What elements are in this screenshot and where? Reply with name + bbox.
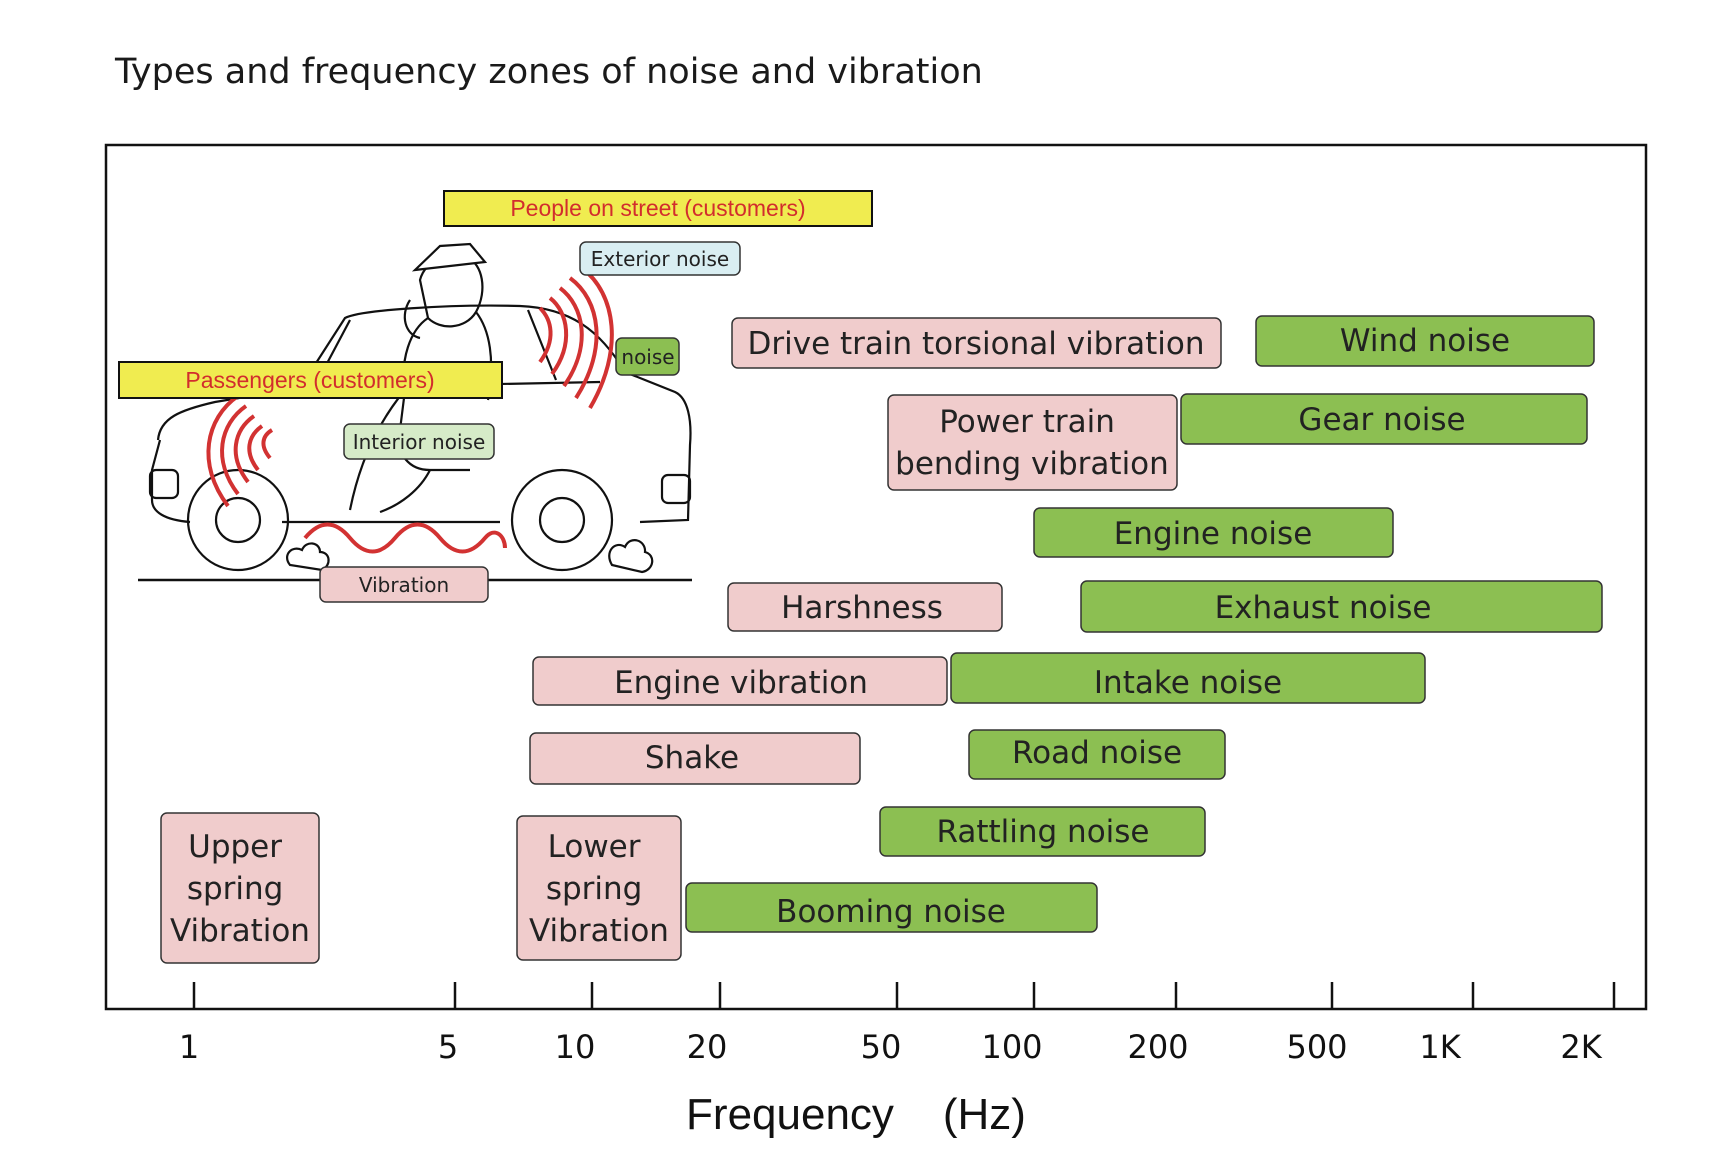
exterior-noise-tag (579, 241, 741, 276)
passengers-label: Passengers (customers) (185, 367, 434, 393)
bar-intake-noise: Intake noise (950, 652, 1426, 704)
bar-box (968, 729, 1226, 780)
bar-label-line: Gear noise (1298, 402, 1465, 438)
tick-label: 2K (1560, 1028, 1602, 1066)
bar-label-line-2: spring (546, 871, 643, 907)
bar-gear-noise: Gear noise (1180, 393, 1588, 445)
bar-box (887, 394, 1178, 491)
diagram-title: Types and frequency zones of noise and v… (115, 52, 983, 92)
bar-exhaust-noise: Exhaust noise (1080, 580, 1603, 633)
bar-label-line: Intake noise (1094, 665, 1282, 701)
bar-power-train-bending-vibration: Power train bending vibration (887, 394, 1178, 491)
bar-box (1255, 315, 1595, 367)
bar-road-noise: Road noise (968, 729, 1226, 780)
bar-label-line: Drive train torsional vibration (748, 326, 1205, 362)
passengers-box (118, 361, 503, 399)
bar-label: Power train bending vibration (895, 404, 1169, 482)
chart-frame (104, 143, 1648, 1011)
bar-label: Booming noise (776, 894, 1006, 930)
x-axis-label-text: Frequency (686, 1090, 894, 1139)
bar-wind-noise: Wind noise (1255, 315, 1595, 367)
tick-label: 5 (438, 1028, 458, 1066)
bar-label-line: Rattling noise (936, 814, 1149, 850)
tick-label: 500 (1286, 1028, 1347, 1066)
bar-shake: Shake (529, 732, 861, 785)
bar-label-line: Road noise (1012, 735, 1182, 771)
bar-label: Upper spring Vibration (170, 829, 310, 949)
bar-label-line-1: Power train (939, 404, 1115, 440)
bar-label-line-2: bending vibration (895, 446, 1169, 482)
noise-tag (615, 337, 680, 376)
bar-label-line: Shake (645, 740, 739, 776)
bar-box (1033, 507, 1394, 558)
bar-label: Intake noise (1094, 665, 1282, 701)
bar-box (160, 812, 320, 964)
tick-label: 200 (1127, 1028, 1188, 1066)
bar-upper-spring-vibration: Upper spring Vibration (160, 812, 320, 964)
bar-label: Lower spring Vibration (529, 829, 669, 949)
bar-label: Exhaust noise (1215, 590, 1432, 626)
bar-label: Shake (645, 740, 739, 776)
tick-label: 50 (861, 1028, 902, 1066)
bar-label: Drive train torsional vibration (748, 326, 1205, 362)
bar-label-line: Engine vibration (614, 665, 868, 701)
bar-rattling-noise: Rattling noise (879, 806, 1206, 857)
bar-box (685, 882, 1098, 933)
bar-harshness: Harshness (727, 582, 1003, 632)
bar-label-line: Engine noise (1114, 516, 1313, 552)
bar-label-line-1: Lower (548, 829, 641, 865)
bar-label-line-2: spring (187, 871, 284, 907)
bar-label-line: Harshness (781, 590, 943, 626)
tick-label: 20 (687, 1028, 728, 1066)
interior-noise-tag (343, 423, 495, 460)
tick-label: 10 (555, 1028, 596, 1066)
bar-label-line-1: Upper (188, 829, 282, 865)
bar-label-line: Wind noise (1340, 323, 1510, 359)
bar-label-line-3: Vibration (170, 913, 310, 949)
x-axis-tick-labels: 1 5 10 20 50 100 200 500 1K 2K (179, 1028, 1603, 1066)
bar-box (727, 582, 1003, 632)
bar-engine-noise: Engine noise (1033, 507, 1394, 558)
interior-noise-label: Interior noise (353, 430, 486, 454)
bar-box (516, 815, 682, 961)
bar-label-line: Booming noise (776, 894, 1006, 930)
bar-label-line: Exhaust noise (1215, 590, 1432, 626)
bar-engine-vibration: Engine vibration (532, 656, 948, 706)
tick-label: 100 (981, 1028, 1042, 1066)
bar-box (950, 652, 1426, 704)
bar-box (879, 806, 1206, 857)
bar-box (1080, 580, 1603, 633)
vibration-tag (319, 566, 489, 603)
bar-label: Engine vibration (614, 665, 868, 701)
people-on-street-box (443, 190, 873, 227)
bar-label: Road noise (1012, 735, 1182, 771)
x-axis-spacer (894, 1090, 943, 1139)
bar-box (529, 732, 861, 785)
bar-label: Harshness (781, 590, 943, 626)
bar-box (731, 317, 1222, 369)
bar-label: Gear noise (1298, 402, 1465, 438)
bar-label: Wind noise (1340, 323, 1510, 359)
bar-label-line-3: Vibration (529, 913, 669, 949)
x-axis-label: Frequency (Hz) (0, 1090, 1712, 1140)
vibration-tag-label: Vibration (359, 573, 449, 597)
tick-label: 1 (179, 1028, 199, 1066)
bar-drive-train-torsional-vibration: Drive train torsional vibration (731, 317, 1222, 369)
bar-box (1180, 393, 1588, 445)
x-axis-ticks (192, 982, 1616, 1009)
sound-waves (206, 266, 614, 554)
bar-box (532, 656, 948, 706)
x-axis-unit: (Hz) (942, 1090, 1026, 1139)
bar-label: Engine noise (1114, 516, 1313, 552)
bar-booming-noise: Booming noise (685, 882, 1098, 933)
tick-label: 1K (1419, 1028, 1461, 1066)
bar-lower-spring-vibration: Lower spring Vibration (516, 815, 682, 961)
noise-tag-label: noise (621, 345, 674, 369)
people-on-street-label: People on street (customers) (510, 195, 805, 221)
bar-label: Rattling noise (936, 814, 1149, 850)
exterior-noise-label: Exterior noise (591, 247, 729, 271)
